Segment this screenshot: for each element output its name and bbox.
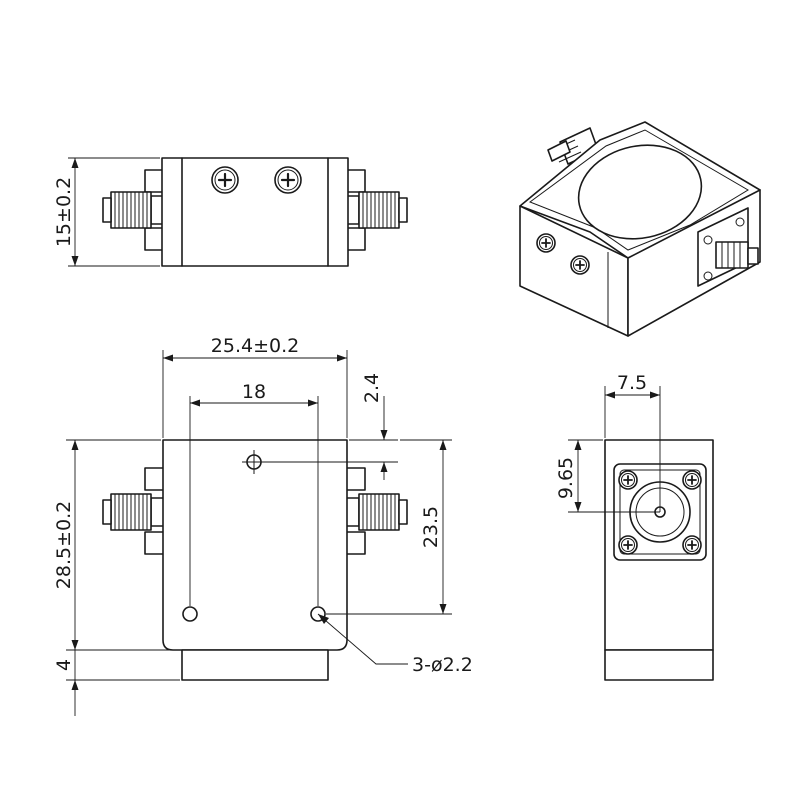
top-right-connector bbox=[344, 467, 408, 555]
top-hole-lower-right bbox=[310, 606, 326, 622]
top-hole-lower-left bbox=[182, 606, 198, 622]
dim-length-total-label: 28.5±0.2 bbox=[53, 501, 75, 589]
top-view: 25.4±0.2 18 2.4 23.5 28.5±0.2 4 3-ø bbox=[53, 335, 473, 716]
dim-top-hole-offset-label: 2.4 bbox=[361, 373, 383, 403]
dim-hole-vertical-spacing-label: 23.5 bbox=[420, 506, 442, 548]
end-base-step bbox=[604, 649, 714, 681]
dim-connector-offset-y-label: 9.65 bbox=[555, 457, 577, 499]
iso-top-disc bbox=[577, 144, 703, 240]
side-screw-left bbox=[210, 165, 240, 195]
iso-right-connector bbox=[697, 207, 759, 287]
dim-height-side-label: 15±0.2 bbox=[53, 177, 75, 247]
side-screw-right bbox=[273, 165, 303, 195]
holes-note-label: 3-ø2.2 bbox=[412, 654, 473, 676]
end-view: 7.5 9.65 bbox=[555, 372, 714, 681]
side-right-connector bbox=[344, 169, 408, 251]
iso-screw-2 bbox=[570, 255, 590, 275]
dim-base-step-label: 4 bbox=[53, 659, 75, 671]
dim-connector-offset-x-label: 7.5 bbox=[617, 372, 647, 394]
iso-screw-1 bbox=[536, 233, 556, 253]
side-left-connector bbox=[102, 169, 166, 251]
side-view: 15±0.2 bbox=[53, 157, 408, 267]
top-left-connector bbox=[102, 467, 166, 555]
isometric-view bbox=[519, 121, 761, 337]
dim-hole-spacing-label: 18 bbox=[242, 381, 266, 403]
side-body bbox=[161, 157, 349, 267]
top-body bbox=[162, 439, 348, 651]
dim-width-total-label: 25.4±0.2 bbox=[211, 335, 299, 357]
top-base-step bbox=[181, 649, 329, 681]
